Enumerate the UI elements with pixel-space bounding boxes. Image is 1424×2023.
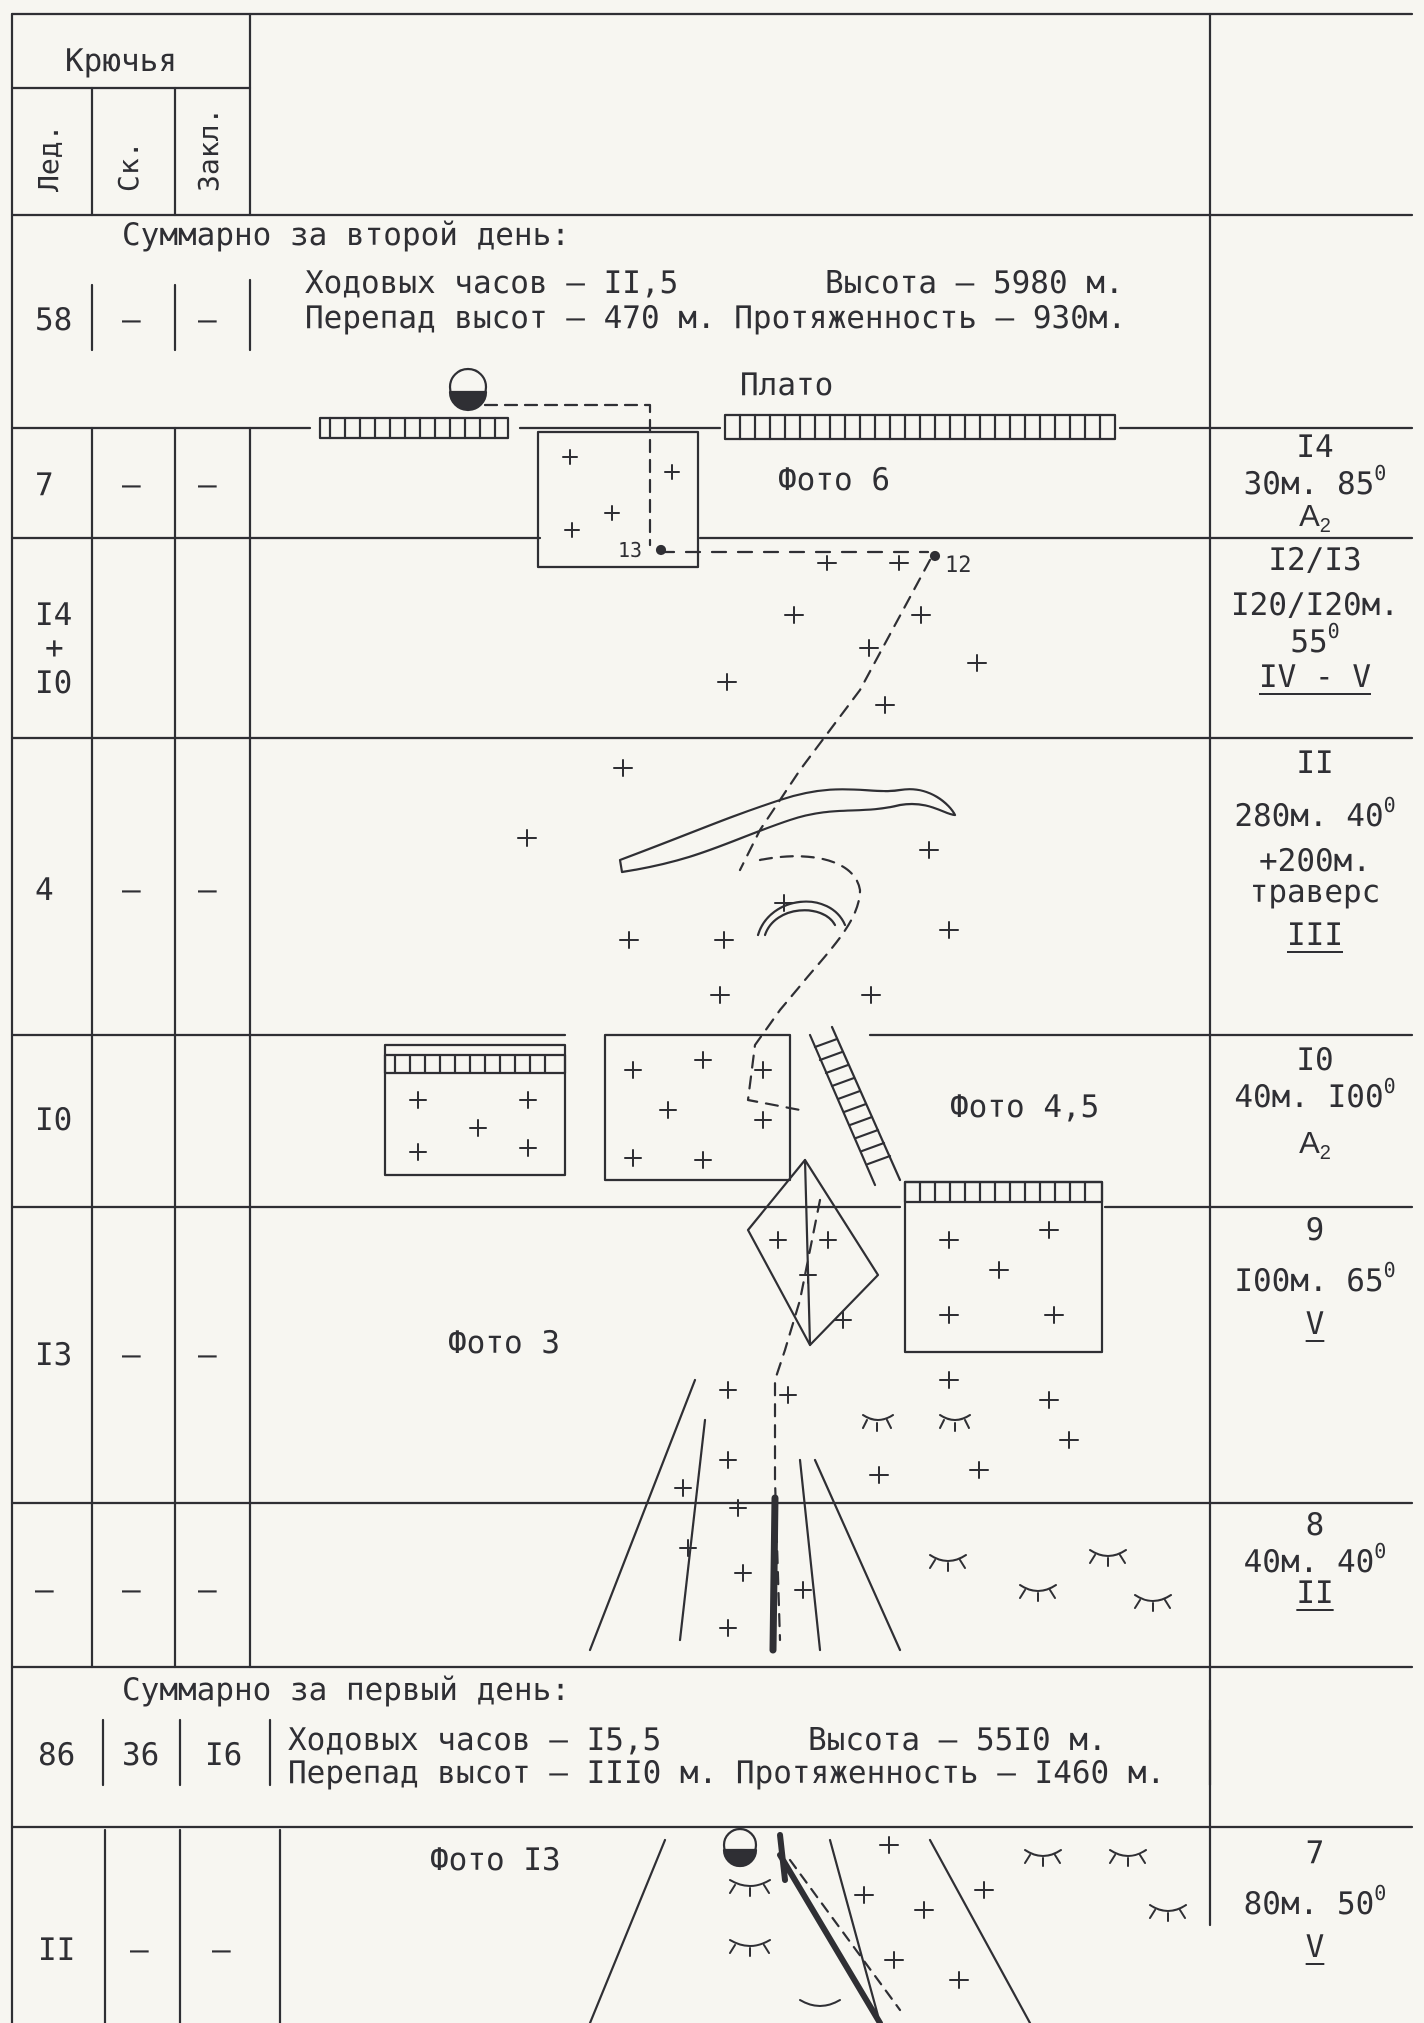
day2-hours: Ходовых часов – II,5 — [305, 265, 679, 301]
camp-icon-lower — [722, 1827, 758, 1868]
row2-segment: I2/I3 — [1268, 542, 1362, 578]
row3-spec: II 280м. 400 +200м. траверс III — [1205, 748, 1424, 951]
row1-category-sub: 2 — [1319, 515, 1331, 537]
point-13-label: 13 — [618, 538, 643, 562]
row4-length-angle: 40м. I00 — [1234, 1079, 1384, 1115]
row2-category: IV - V — [1259, 659, 1371, 695]
row1-bolt: – — [198, 467, 217, 503]
last-row-length-angle: 80м. 50 — [1243, 1886, 1375, 1922]
row3-bolt: – — [198, 872, 217, 908]
day1-hours: Ходовых часов – I5,5 — [288, 1722, 662, 1758]
row3-length-angle: 280м. 40 — [1234, 798, 1384, 834]
col-rock-header: Ск. — [112, 141, 145, 192]
row1-segment: I4 — [1296, 429, 1334, 465]
day1-rock: 36 — [122, 1737, 160, 1773]
last-row-ice: II — [38, 1932, 76, 1968]
row5-rock: – — [122, 1337, 141, 1373]
row1-degree: 0 — [1374, 461, 1387, 485]
row4-category: A — [1299, 1125, 1320, 1160]
row3-traverse: траверс — [1249, 874, 1381, 910]
photo-6-label: Фото 6 — [778, 462, 890, 498]
row6-degree: 0 — [1374, 1539, 1387, 1563]
row2-degree: 0 — [1327, 619, 1340, 643]
row1-length-angle: 30м. 85 — [1243, 466, 1375, 502]
route-line — [738, 558, 932, 1642]
plateau-bars — [318, 413, 1117, 441]
row2-angle: 55 — [1290, 624, 1328, 660]
camp-icon — [448, 367, 488, 412]
photo-3-label: Фото 3 — [448, 1325, 560, 1361]
row6-spec: 8 40м. 400 II — [1205, 1510, 1424, 1609]
day1-summary-title: Суммарно за первый день: — [122, 1672, 570, 1708]
hooks-header: Крючья — [65, 43, 177, 79]
row1-category: A — [1299, 498, 1320, 533]
row6-ice: – — [35, 1572, 54, 1608]
row6-length-angle: 40м. 40 — [1243, 1544, 1375, 1580]
row2-length: I20/I20м. — [1231, 587, 1399, 623]
table-grid — [10, 12, 1414, 2023]
row3-segment: II — [1296, 745, 1334, 781]
row6-bolt: – — [198, 1572, 217, 1608]
day2-bolt: – — [198, 302, 217, 338]
last-row-bolt: – — [212, 1932, 231, 1968]
day2-ice: 58 — [35, 302, 73, 338]
day1-ice: 86 — [38, 1737, 76, 1773]
row6-category: II — [1296, 1575, 1334, 1611]
row3-rock: – — [122, 872, 141, 908]
row3-category: III — [1287, 917, 1343, 953]
last-row-category: V — [1305, 1929, 1325, 1965]
last-row-spec: 7 80м. 500 V — [1205, 1838, 1424, 1963]
plateau-label: Плато — [740, 367, 834, 403]
row4-segment: I0 — [1296, 1042, 1334, 1078]
row2-ice-b: + — [45, 630, 64, 666]
day2-altitude: Высота – 5980 м. — [825, 265, 1124, 301]
photo-4-5-label: Фото 4,5 — [950, 1089, 1100, 1125]
day1-bolt: I6 — [205, 1737, 243, 1773]
row1-ice: 7 — [35, 467, 54, 503]
last-row-degree: 0 — [1374, 1881, 1387, 1905]
point-12-label: 12 — [945, 553, 972, 578]
row3-degree: 0 — [1383, 793, 1396, 817]
row3-ice: 4 — [35, 872, 54, 908]
row5-category: V — [1305, 1306, 1325, 1342]
row2-spec: I2/I3 I20/I20м. 550 IV - V — [1205, 545, 1424, 693]
row4-category-sub: 2 — [1319, 1142, 1331, 1164]
row5-segment: 9 — [1305, 1212, 1325, 1248]
row3-extra-length: +200м. — [1259, 843, 1371, 879]
col-ice-header: Лед. — [32, 124, 65, 192]
row2-ice-c: I0 — [35, 665, 73, 701]
day1-drop-length: Перепад высот – III0 м. Протяженность – … — [288, 1755, 1166, 1791]
row4-ice: I0 — [35, 1102, 73, 1138]
row2-ice-a: I4 — [35, 597, 73, 633]
row1-rock: – — [122, 467, 141, 503]
row5-bolt: – — [198, 1337, 217, 1373]
snow-marks — [862, 1414, 1172, 1612]
col-bolt-header: Закл. — [192, 107, 225, 192]
row6-rock: – — [122, 1572, 141, 1608]
rock-marks — [517, 449, 987, 1004]
last-row-segment: 7 — [1305, 1835, 1325, 1871]
photo-13-label: Фото I3 — [430, 1842, 561, 1878]
day1-altitude: Высота – 55I0 м. — [808, 1722, 1107, 1758]
row4-degree: 0 — [1383, 1074, 1396, 1098]
row5-length-angle: I00м. 65 — [1234, 1263, 1384, 1299]
day2-summary-title: Суммарно за второй день: — [122, 217, 570, 253]
day2-rock: – — [122, 302, 141, 338]
row4-spec: I0 40м. I000 A2 — [1205, 1042, 1424, 1164]
row5-spec: 9 I00м. 650 V — [1205, 1215, 1424, 1340]
row5-ice: I3 — [35, 1337, 73, 1373]
row6-segment: 8 — [1305, 1507, 1325, 1543]
row5-degree: 0 — [1383, 1258, 1396, 1282]
day2-drop-length: Перепад высот – 470 м. Протяженность – 9… — [305, 300, 1127, 336]
last-row-rock: – — [130, 1932, 149, 1968]
row1-spec: I4 30м. 850 A2 — [1205, 429, 1424, 537]
